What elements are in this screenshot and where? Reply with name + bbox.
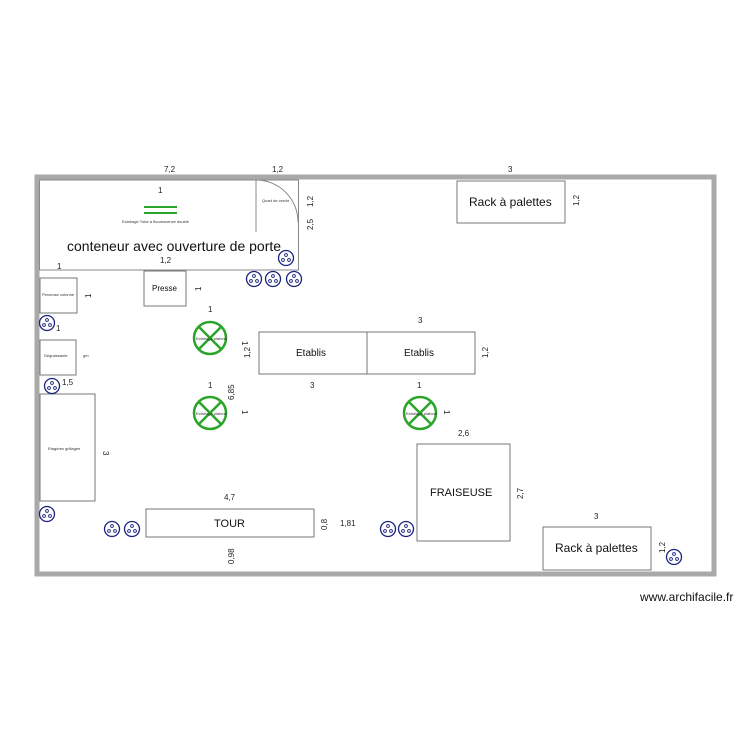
etablis-2-label: Etablis: [404, 348, 434, 359]
ceiling-light-icon: [192, 320, 228, 356]
etablis-dim-side-right: 1,2: [481, 346, 490, 358]
light-mid-label: Eclairage plafond: [196, 411, 227, 416]
outlet-icon: [103, 520, 121, 538]
fraiseuse-label: FRAISEUSE: [430, 487, 492, 499]
quart-cercle-label: Quart de cercle: [262, 198, 290, 203]
outlet-icon: [277, 249, 295, 267]
outlet-icon: [43, 377, 61, 395]
tour-dim-bottom: 0,98: [227, 548, 236, 564]
outlet-icon: [38, 314, 56, 332]
container-dim-side: 2,5: [306, 218, 315, 230]
outlet-icon: [38, 505, 56, 523]
ceiling-light-icon: [192, 395, 228, 431]
dim-small-1: 1: [57, 262, 62, 271]
outlets-group: [38, 249, 683, 566]
outlet-icon: [245, 270, 263, 288]
outlet-icon: [123, 520, 141, 538]
rack-top-dim-top: 3: [508, 165, 513, 174]
light-top-label: Eclairage plafond: [196, 336, 227, 341]
container-box: [39, 179, 299, 271]
presse-dim-top: 1,2: [160, 256, 172, 265]
perceuse-box: [39, 277, 78, 314]
dim-685: 6,85: [227, 384, 236, 400]
fraiseuse-dim-top: 2,6: [458, 429, 470, 438]
etablis-1-label: Etablis: [296, 348, 326, 359]
presse-dim-side: 1: [194, 286, 203, 291]
rack-top-label: Rack à palettes: [469, 195, 552, 209]
presse-box: [143, 270, 187, 307]
degraissante-label: Dégraissante: [44, 353, 68, 358]
container-dim-top-left: 7,2: [164, 165, 176, 174]
outlet-icon: [665, 548, 683, 566]
container-label: conteneur avec ouverture de porte: [67, 238, 281, 254]
tour-dim-top: 4,7: [224, 493, 236, 502]
eclairage-dim: 1: [158, 186, 163, 195]
watermark: www.archifacile.fr: [640, 590, 734, 604]
container-dim-side-b: 1,2: [306, 195, 315, 207]
outlet-icon: [285, 270, 303, 288]
light-top-dim: 1: [208, 305, 213, 314]
etageres-box: [39, 393, 96, 502]
door-swing-icon: [255, 179, 299, 223]
light-mid-dim: 1: [208, 381, 213, 390]
etageres-label: Etagères grillagée: [48, 446, 81, 451]
light-mid-side: 1: [240, 410, 249, 415]
perceuse-dim-bottom: 1: [56, 324, 61, 333]
fluorescent-tube-icon: [144, 206, 177, 214]
tour-box: [145, 508, 315, 538]
rack-bottom-box: [542, 526, 652, 571]
outer-wall: [34, 174, 717, 577]
rack-bottom-dim-top: 3: [594, 512, 599, 521]
fraiseuse-dim-side: 2,7: [516, 487, 525, 499]
etablis-dim-side-left: 1,2: [243, 346, 252, 358]
degraissante-dim-bottom: 1,5: [62, 378, 74, 387]
ceiling-light-icon: [402, 395, 438, 431]
outlet-icon: [397, 520, 415, 538]
rack-top-dim-side: 1,2: [572, 194, 581, 206]
eclairage-label: Eclairage Tube à fluorescence double: [122, 219, 190, 224]
dim-181: 1,81: [340, 519, 356, 528]
light-right-side: 1: [442, 410, 451, 415]
rack-bottom-label: Rack à palettes: [555, 541, 638, 555]
tour-label: TOUR: [214, 518, 245, 530]
light-top-side: 1: [240, 341, 249, 346]
etablis-dim-bottom: 3: [310, 381, 315, 390]
perceuse-dim-side: 1: [84, 293, 93, 298]
rack-bottom-dim-side: 1,2: [658, 541, 667, 553]
degraissante-dim: gm: [83, 353, 89, 358]
fraiseuse-box: [416, 443, 511, 542]
rack-top-box: [456, 180, 566, 224]
container-dim-top-right: 1,2: [272, 165, 284, 174]
presse-label: Presse: [152, 284, 177, 293]
etablis-2-box: [366, 331, 476, 375]
perceuse-label: Perceuse colonne: [42, 292, 75, 297]
light-right-label: Eclairage plafond: [406, 411, 437, 416]
degraissante-box: [39, 339, 77, 376]
outlet-icon: [264, 270, 282, 288]
tour-dim-side: 0,8: [320, 518, 329, 530]
outlet-icon: [379, 520, 397, 538]
light-right-dim: 1: [417, 381, 422, 390]
etageres-dim: 3: [101, 451, 110, 456]
etablis-dim-top: 3: [418, 316, 423, 325]
